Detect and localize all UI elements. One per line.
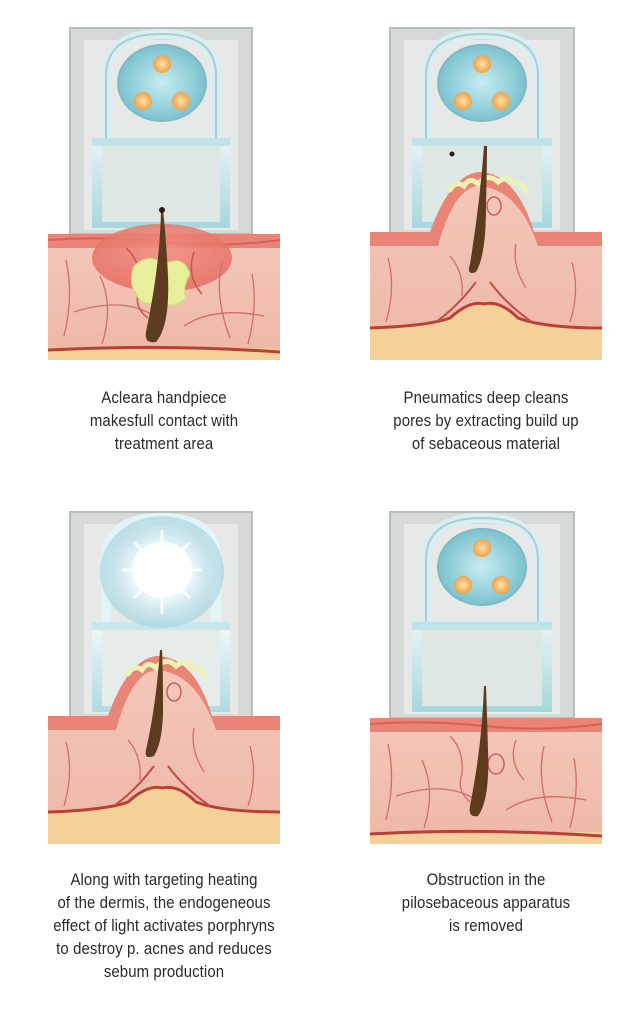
- contact-illustration: [44, 26, 284, 366]
- caption-line: of the dermis, the endogeneous: [23, 891, 305, 914]
- panel-light: [44, 510, 284, 850]
- lamp-icon: [172, 92, 190, 110]
- panel-result: [366, 510, 606, 850]
- lamp-icon: [473, 55, 491, 73]
- lamp-icon: [134, 92, 152, 110]
- lamp-icon: [454, 576, 472, 594]
- caption-light: Along with targeting heating of the derm…: [23, 868, 305, 983]
- caption-line: Pneumatics deep cleans: [363, 386, 609, 409]
- lamp-icon: [454, 92, 472, 110]
- caption-line: sebum production: [23, 960, 305, 983]
- caption-line: effect of light activates porphryns: [23, 914, 305, 937]
- caption-line: Acleara handpiece: [41, 386, 287, 409]
- caption-line: of sebaceous material: [363, 432, 609, 455]
- caption-extraction: Pneumatics deep cleans pores by extracti…: [363, 386, 609, 455]
- caption-line: pores by extracting build up: [363, 409, 609, 432]
- caption-result: Obstruction in the pilosebaceous apparat…: [363, 868, 609, 937]
- lamp-icon: [492, 92, 510, 110]
- caption-line: makesfull contact with: [41, 409, 287, 432]
- lamp-icon: [492, 576, 510, 594]
- caption-line: to destroy p. acnes and reduces: [23, 937, 305, 960]
- result-illustration: [366, 510, 606, 850]
- handpiece: [70, 28, 252, 234]
- caption-contact: Acleara handpiece makesfull contact with…: [41, 386, 287, 455]
- panel-contact: [44, 26, 284, 366]
- caption-line: Along with targeting heating: [23, 868, 305, 891]
- handpiece: [390, 512, 574, 718]
- panel-extraction: [366, 26, 606, 366]
- light-illustration: [44, 510, 284, 850]
- lamp-icon: [473, 539, 491, 557]
- lamp-icon: [153, 55, 171, 73]
- caption-line: is removed: [363, 914, 609, 937]
- caption-line: Obstruction in the: [363, 868, 609, 891]
- caption-line: pilosebaceous apparatus: [363, 891, 609, 914]
- caption-line: treatment area: [41, 432, 287, 455]
- extraction-illustration: [366, 26, 606, 366]
